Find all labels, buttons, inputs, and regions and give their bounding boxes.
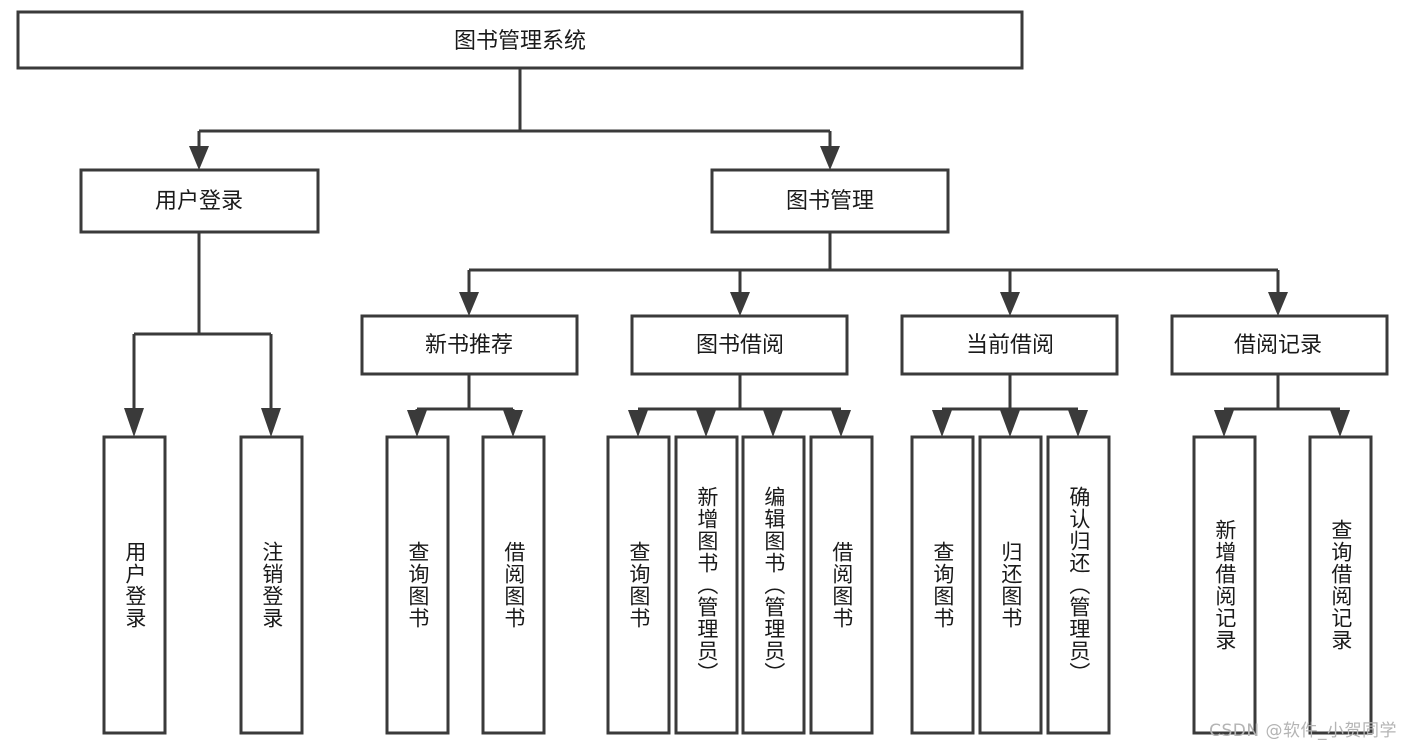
node-leaf-add-book-box[interactable] [674, 435, 739, 735]
arrow-head-leaf-add-record [1214, 410, 1234, 437]
node-book-borrow-label: 图书借阅 [696, 333, 784, 358]
node-leaf-confirm-return-box[interactable] [1046, 435, 1111, 735]
arrow-head-leaf-query-book-3 [932, 410, 952, 437]
node-current-borrow[interactable]: 当前借阅 [900, 314, 1119, 376]
node-borrow-record-label: 借阅记录 [1234, 333, 1322, 358]
arrow-head-leaf-return-book [1000, 410, 1020, 437]
arrow-head-user-login [189, 146, 209, 170]
node-leaf-borrow-book-1-box[interactable] [481, 435, 546, 735]
node-leaf-query-book-2-box[interactable] [606, 435, 671, 735]
node-leaf-user-login-box[interactable] [102, 435, 167, 735]
node-leaf-return-book-box[interactable] [978, 435, 1043, 735]
arrow-head-leaf-borrow-book-2 [831, 410, 851, 437]
node-new-book-recommend[interactable]: 新书推荐 [360, 314, 579, 376]
node-leaf-query-book-3-box[interactable] [910, 435, 975, 735]
node-root-box[interactable] [16, 10, 1024, 70]
node-user-login-box[interactable] [79, 168, 320, 234]
arrow-head-book-management [820, 146, 840, 170]
node-new-book-recommend-box[interactable] [360, 314, 579, 376]
arrow-head-leaf-confirm-return [1068, 410, 1088, 437]
node-borrow-record[interactable]: 借阅记录 [1170, 314, 1389, 376]
arrow-head-book-borrow [730, 292, 750, 316]
node-user-login-label: 用户登录 [155, 189, 243, 214]
arrow-head-leaf-user-login [124, 408, 144, 437]
node-leaf-borrow-book-2-box[interactable] [809, 435, 874, 735]
node-book-management[interactable]: 图书管理 [710, 168, 950, 234]
arrow-head-leaf-query-record [1330, 410, 1350, 437]
node-leaf-edit-book-box[interactable] [741, 435, 806, 735]
arrow-head-leaf-user-logout [261, 408, 281, 437]
node-leaf-add-record-box[interactable] [1192, 435, 1257, 735]
node-book-management-label: 图书管理 [786, 189, 874, 214]
node-current-borrow-label: 当前借阅 [966, 333, 1054, 358]
leaf-box-group [102, 435, 1373, 735]
csdn-watermark: CSDN @软件_小贺同学 [1209, 721, 1397, 741]
arrow-head-current-borrow [1000, 292, 1020, 316]
node-root-label: 图书管理系统 [454, 29, 586, 54]
arrow-head-leaf-query-book-1 [407, 410, 427, 437]
node-new-book-recommend-label: 新书推荐 [425, 333, 513, 358]
arrow-head-leaf-borrow-book-1 [503, 410, 523, 437]
node-book-borrow[interactable]: 图书借阅 [630, 314, 849, 376]
node-current-borrow-box[interactable] [900, 314, 1119, 376]
arrow-head-borrow-record [1268, 292, 1288, 316]
node-leaf-query-record-box[interactable] [1308, 435, 1373, 735]
arrow-head-leaf-edit-book [763, 410, 783, 437]
node-user-login[interactable]: 用户登录 [79, 168, 320, 234]
arrow-head-leaf-query-book-2 [628, 410, 648, 437]
node-leaf-query-book-1-box[interactable] [385, 435, 450, 735]
node-borrow-record-box[interactable] [1170, 314, 1389, 376]
arrow-head-leaf-add-book [696, 410, 716, 437]
node-root[interactable]: 图书管理系统 [16, 10, 1024, 70]
node-book-borrow-box[interactable] [630, 314, 849, 376]
connector-group [124, 68, 1350, 437]
arrow-head-new-book-recommend [459, 292, 479, 316]
node-book-management-box[interactable] [710, 168, 950, 234]
node-leaf-user-logout-box[interactable] [239, 435, 304, 735]
